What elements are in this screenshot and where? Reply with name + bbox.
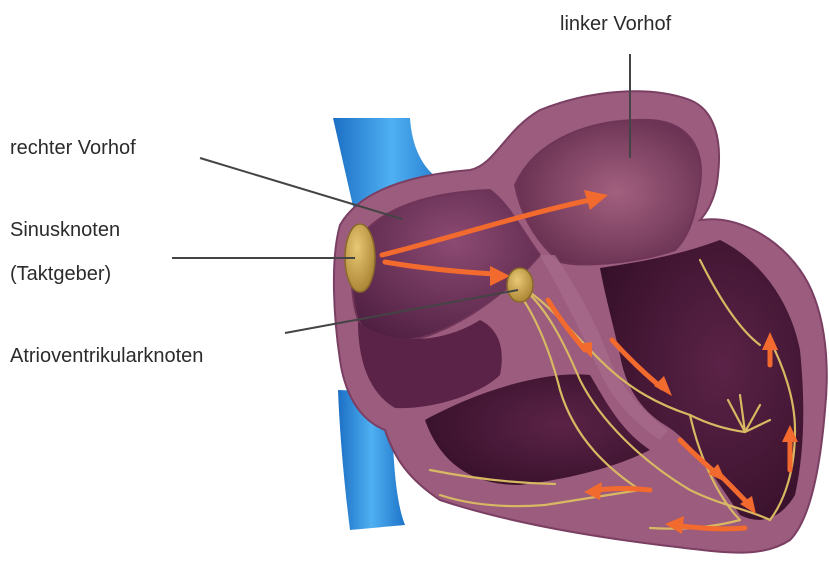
label-right-atrium: rechter Vorhof	[10, 138, 136, 158]
label-sinus-node: Sinusknoten	[10, 220, 120, 240]
label-left-atrium: linker Vorhof	[560, 14, 671, 34]
label-sinus-node-subtitle: (Taktgeber)	[10, 264, 111, 284]
label-av-node: Atrioventrikularknoten	[10, 346, 203, 366]
av-node	[507, 268, 533, 302]
